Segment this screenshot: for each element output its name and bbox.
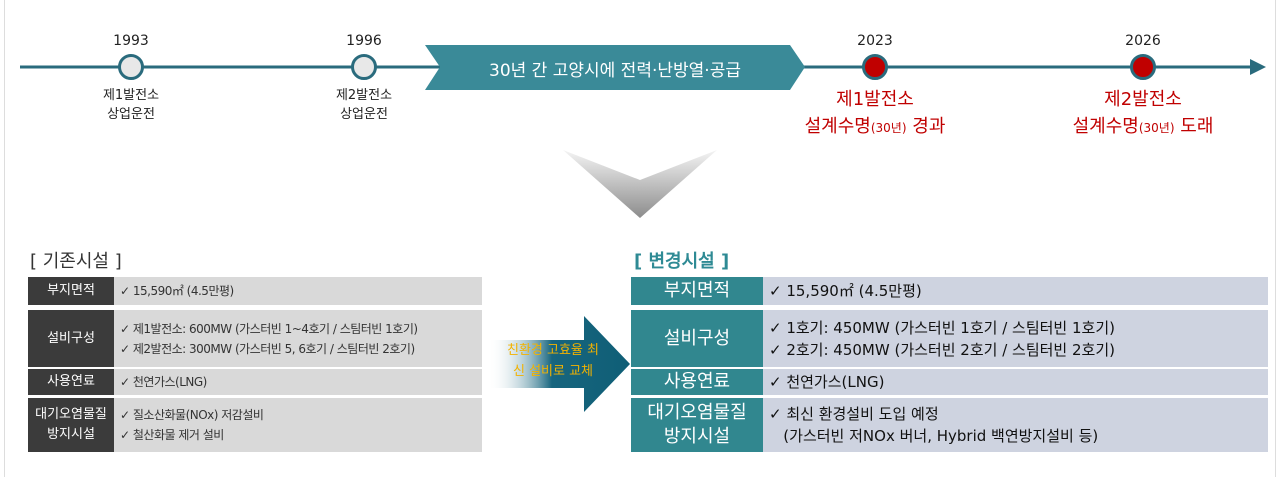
event-text: 도래 <box>1174 116 1214 137</box>
row-value: ✓ 15,590㎡ (4.5만평) <box>114 277 482 305</box>
banner-text: 30년 간 고양시에 전력·난방열·공급 <box>489 61 741 81</box>
event-line: 상업운전 <box>340 107 388 122</box>
year-2026: 2026 <box>1125 33 1161 49</box>
table-row: 사용연료 ✓ 천연가스(LNG) <box>631 369 1268 395</box>
value-item: ✓ 철산화물 제거 설비 <box>120 428 224 442</box>
timeline-graphics <box>20 45 1266 218</box>
timeline-arrowhead-icon <box>1250 59 1266 75</box>
row-label: 설비구성 <box>28 310 114 367</box>
row-value: ✓ 천연가스(LNG) <box>763 369 1268 395</box>
event-text: 설계수명 <box>1072 116 1139 137</box>
event-text: 경과 <box>906 116 946 137</box>
value-item: ✓ 15,590㎡ (4.5만평) <box>769 282 922 300</box>
table-row: 설비구성 ✓ 1호기: 450MW (가스터빈 1호기 / 스팀터빈 1호기)✓… <box>631 310 1268 367</box>
table-row: 부지면적 ✓ 15,590㎡ (4.5만평) <box>28 277 482 305</box>
event-line: 제2발전소 <box>1104 89 1182 110</box>
value-item: (가스터빈 저NOx 버너, Hybrid 백연방지설비 등) <box>769 427 1099 445</box>
row-label: 설비구성 <box>631 310 763 367</box>
row-value: ✓ 질소산화물(NOx) 저감설비 ✓ 철산화물 제거 설비 <box>114 398 482 452</box>
replace-label-line: 신 설비로 교체 <box>512 364 594 379</box>
value-item: ✓ 15,590㎡ (4.5만평) <box>120 284 234 298</box>
row-value: ✓ 천연가스(LNG) <box>114 369 482 395</box>
timeline-node-2023 <box>862 54 888 80</box>
label-line: 방지시설 <box>663 426 731 447</box>
label-line: 대기오염물질 <box>647 402 747 423</box>
replace-label: 친환경 고효율 최 신 설비로 교체 <box>492 340 614 382</box>
row-label: 사용연료 <box>28 369 114 395</box>
row-label: 부지면적 <box>28 277 114 305</box>
table-row: 설비구성 ✓ 제1발전소: 600MW (가스터빈 1~4호기 / 스팀터빈 1… <box>28 310 482 367</box>
year-1993: 1993 <box>113 33 149 49</box>
table-row: 부지면적 ✓ 15,590㎡ (4.5만평) <box>631 277 1268 305</box>
existing-title: [ 기존시설 ] <box>30 251 122 272</box>
event-note: (30년) <box>870 121 907 135</box>
timeline-banner: 30년 간 고양시에 전력·난방열·공급 <box>425 45 805 90</box>
event-line: 제1발전소 <box>836 89 914 110</box>
timeline-node-1993 <box>118 54 144 80</box>
event-text: 설계수명 <box>804 116 871 137</box>
row-label: 사용연료 <box>631 369 763 395</box>
year-2023: 2023 <box>857 33 893 49</box>
label-line: 방지시설 <box>47 427 95 442</box>
event-line: 제1발전소 <box>102 88 160 103</box>
timeline-node-1996 <box>351 54 377 80</box>
changed-title: [ 변경시설 ] <box>634 251 730 272</box>
frame <box>4 0 1276 477</box>
row-value: ✓ 최신 환경설비 도입 예정 (가스터빈 저NOx 버너, Hybrid 백연… <box>763 398 1268 452</box>
value-item: ✓ 제1발전소: 600MW (가스터빈 1~4호기 / 스팀터빈 1호기) <box>120 321 418 336</box>
value-item: ✓ 질소산화물(NOx) 저감설비 <box>120 408 264 422</box>
row-label: 부지면적 <box>631 277 763 305</box>
value-item: ✓ 1호기: 450MW (가스터빈 1호기 / 스팀터빈 1호기) <box>769 318 1115 337</box>
value-item: ✓ 제2발전소: 300MW (가스터빈 5, 6호기 / 스팀터빈 2호기) <box>120 341 415 356</box>
row-value: ✓ 15,590㎡ (4.5만평) <box>763 277 1268 305</box>
replace-arrow-icon <box>488 316 630 412</box>
table-row: 사용연료 ✓ 천연가스(LNG) <box>28 369 482 395</box>
timeline-node-2026 <box>1130 54 1156 80</box>
event-note: (30년) <box>1138 121 1175 135</box>
banner-shape <box>425 45 805 90</box>
label-line: 대기오염물질 <box>35 407 107 422</box>
down-chevron-icon <box>563 150 717 218</box>
event-line: 상업운전 <box>107 107 155 122</box>
value-item: ✓ 최신 환경설비 도입 예정 <box>769 405 939 423</box>
replace-label-line: 친환경 고효율 최 <box>507 343 599 358</box>
event-line: 제2발전소 <box>335 88 393 103</box>
row-value: ✓ 1호기: 450MW (가스터빈 1호기 / 스팀터빈 1호기) ✓ 2호기:… <box>763 310 1268 367</box>
row-value: ✓ 제1발전소: 600MW (가스터빈 1~4호기 / 스팀터빈 1호기) ✓ … <box>114 310 482 367</box>
value-item: ✓ 천연가스(LNG) <box>769 373 885 391</box>
value-item: ✓ 2호기: 450MW (가스터빈 2호기 / 스팀터빈 2호기) <box>769 340 1115 359</box>
year-1996: 1996 <box>346 33 382 49</box>
value-item: ✓ 천연가스(LNG) <box>120 375 207 389</box>
